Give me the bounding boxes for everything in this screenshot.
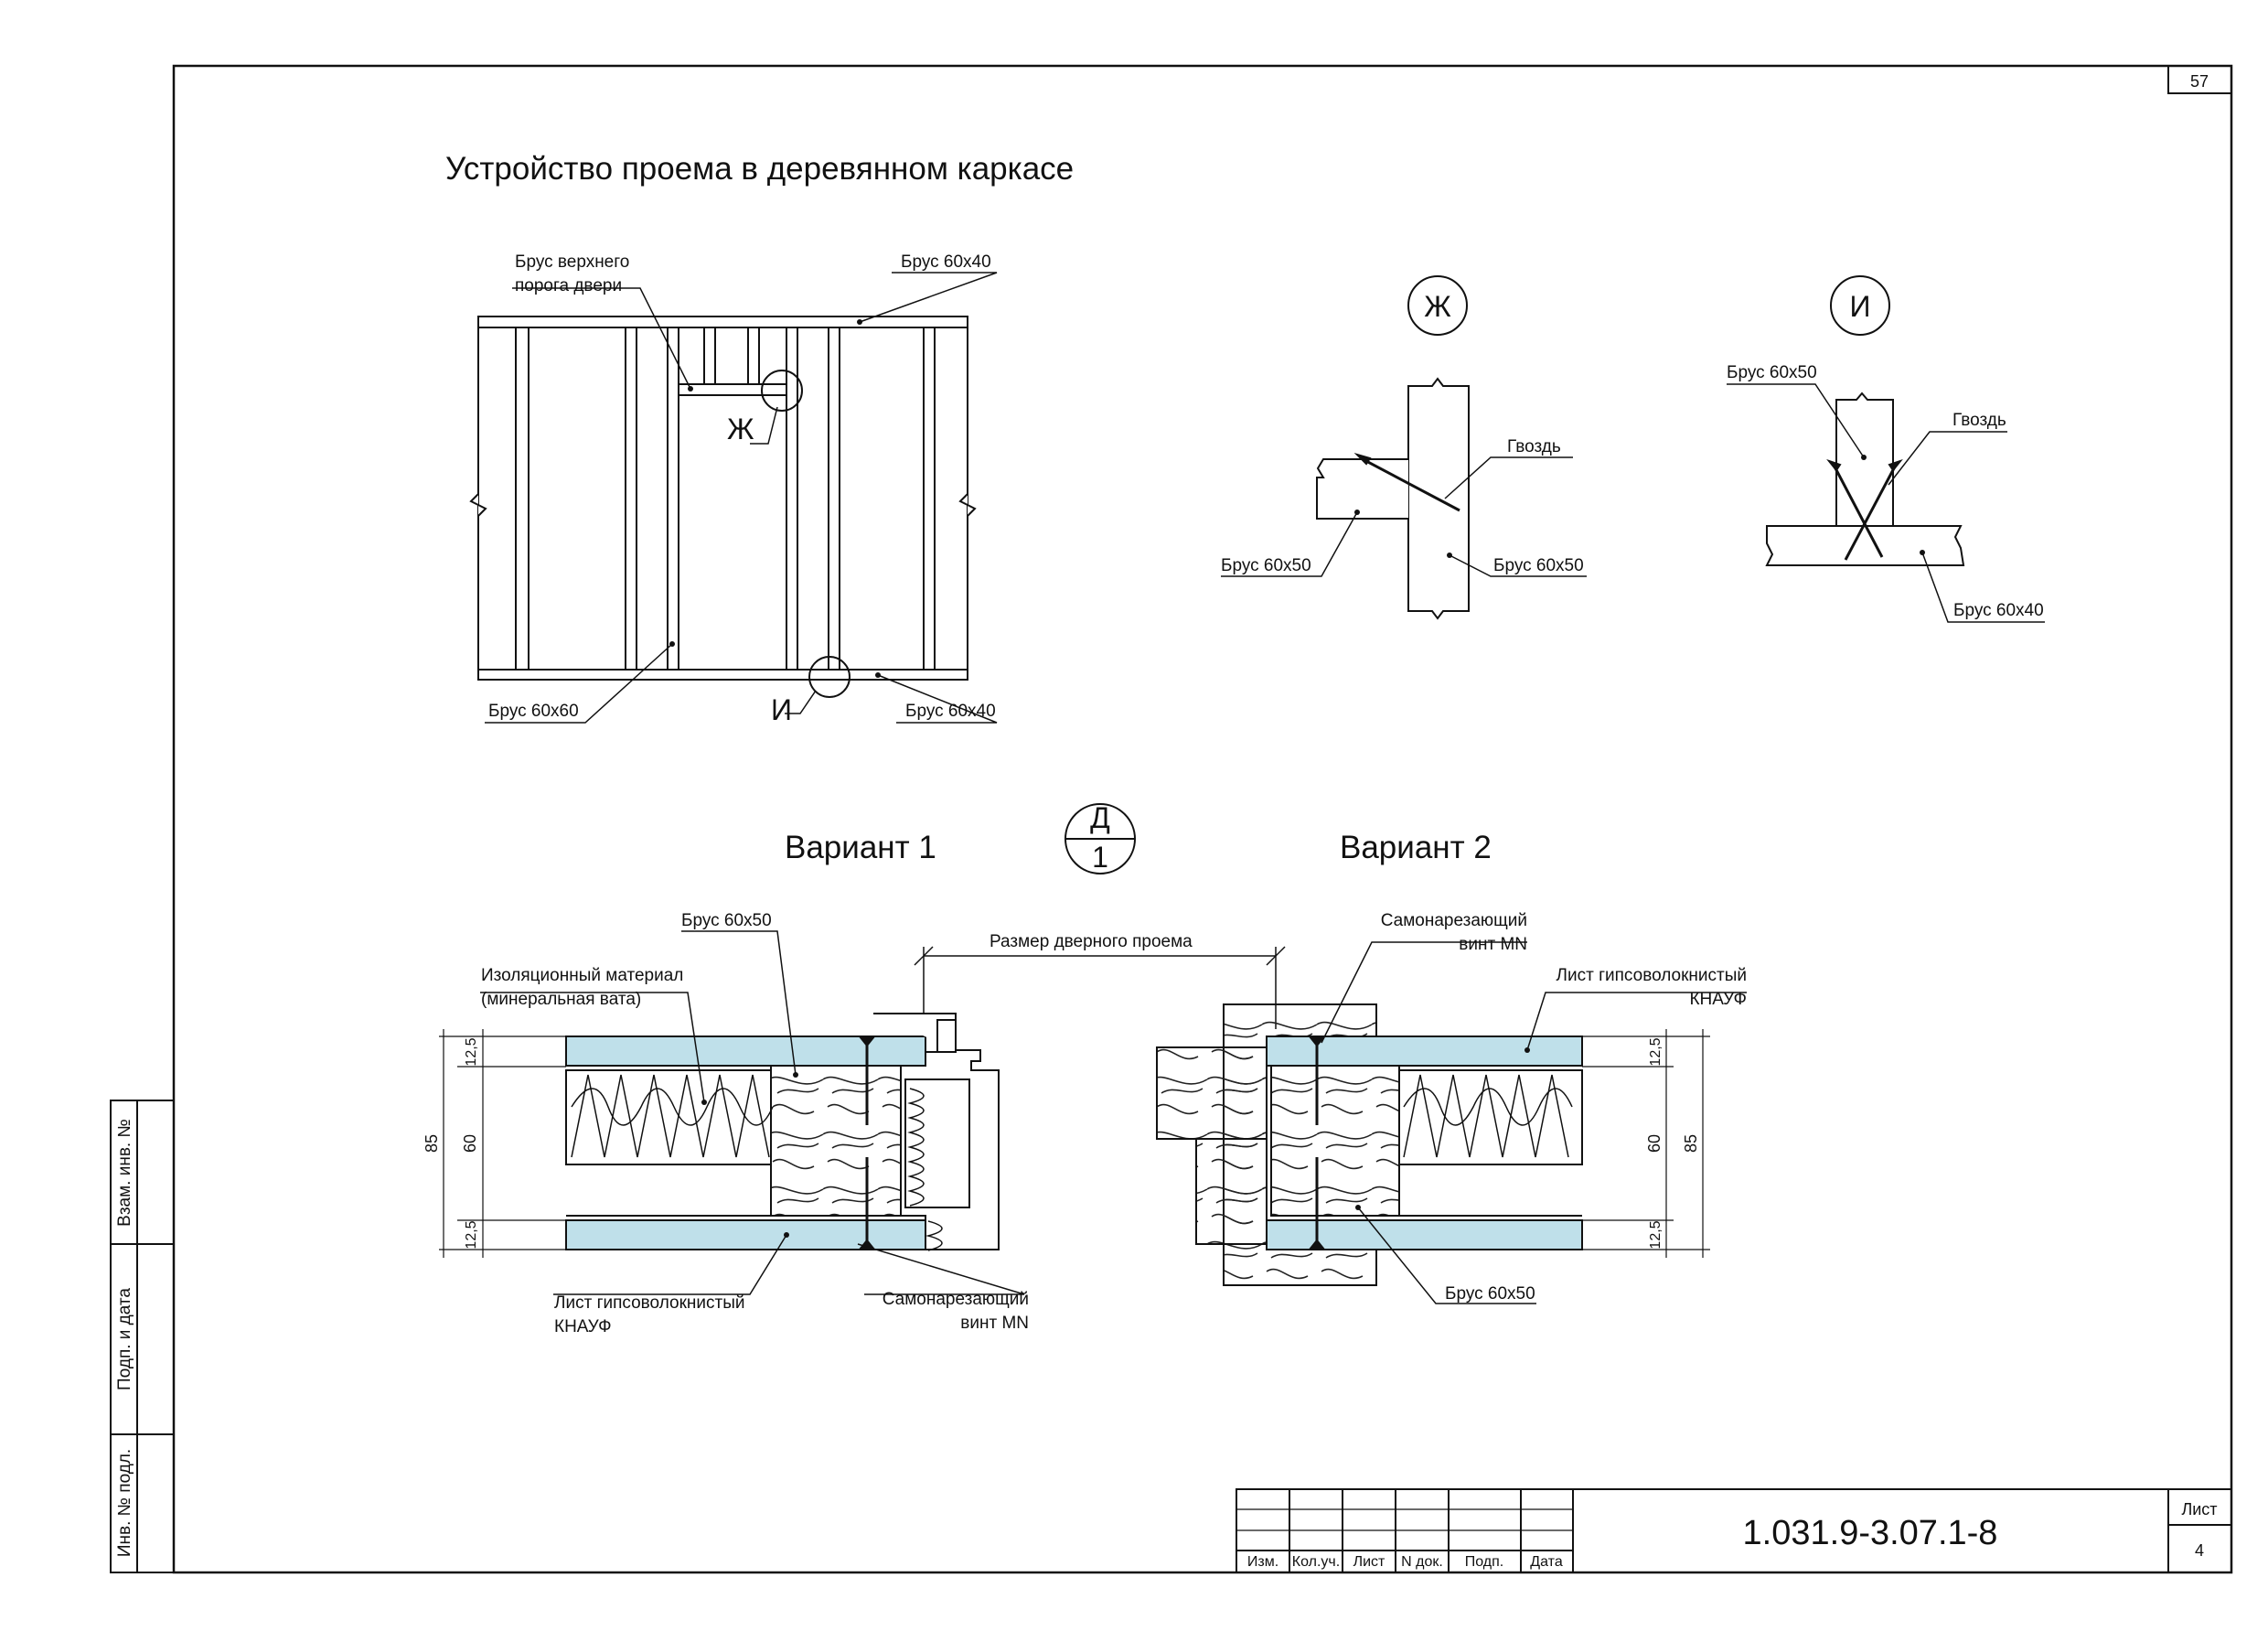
detail-zh-right-bar-label: Брус 60х50 [1493,556,1584,575]
frame-leaders [485,272,998,724]
variant1-dots [701,1072,798,1238]
detail-i-nail-label: Гвоздь [1952,411,2006,430]
variant2-dim-mid: 60 [1645,1134,1664,1153]
tb-col-koluch: Кол.уч. [1292,1554,1340,1570]
tb-col-ndok: N док. [1401,1554,1443,1570]
variant2-dim-bot: 12,5 [1648,1220,1664,1249]
label-bottom-rail: Брус 60х40 [905,702,996,721]
detail-zh-leaders [1221,456,1587,577]
variant2-sheet-line1: Лист гипсоволокнистый [1557,966,1747,985]
variant1-title: Вариант 1 [785,830,936,865]
title-block [1236,1488,2232,1573]
detail-zh-marker: Ж [1424,290,1451,323]
label-stud: Брус 60х60 [488,702,579,721]
variant1-dim-bot: 12,5 [464,1220,479,1249]
detail-i-dots [1861,455,1925,555]
section-marker-top: Д [1090,801,1110,834]
frame-elevation [469,316,977,698]
detail-zh-dots [1354,510,1452,558]
stamp-sign-date: Подп. и дата [115,1288,134,1390]
variant2-dim-total: 85 [1682,1134,1700,1153]
variant1-bar-label: Брус 60х50 [681,911,772,930]
section-marker-bottom: 1 [1092,841,1108,874]
tb-col-data: Дата [1530,1554,1563,1570]
variant2-screw-line2: винт MN [1459,935,1527,954]
detail-zh [1316,275,1470,620]
variant1-leaders [480,930,1025,1295]
variant2-sheet-line2: КНАУФ [1689,990,1747,1009]
variant1-sheet-line1: Лист гипсоволокнистый [554,1293,744,1313]
label-header-line1: Брус верхнего [515,252,629,272]
stamp-original-inv: Инв. № подл. [115,1449,134,1557]
label-top-rail: Брус 60х40 [901,252,991,272]
tb-sheet-label: Лист [2181,1500,2217,1518]
document-code: 1.031.9-3.07.1-8 [1743,1514,1998,1552]
variant2-dots [1355,1047,1530,1210]
callout-i: И [771,693,792,726]
detail-i-top-bar-label: Брус 60х50 [1727,363,1817,382]
variant1-insul-line1: Изоляционный материал [481,966,683,985]
variant2-dim-top: 12,5 [1648,1037,1664,1066]
detail-zh-left-bar-label: Брус 60х50 [1221,556,1311,575]
variant1-dim-total: 85 [423,1134,441,1153]
callout-zh: Ж [727,413,754,445]
variant1-section [439,1013,1000,1258]
variant2-section [1156,1003,1710,1286]
sheet-border [172,64,2233,1574]
tb-col-podp: Подп. [1465,1554,1504,1570]
section-marker [1064,803,1136,875]
side-stamp [110,1100,175,1573]
sheet-number-top: 57 [2190,72,2209,91]
frame-dots [669,319,881,678]
variant1-screw-line1: Самонарезающий [883,1290,1029,1309]
variant1-insul-line2: (минеральная вата) [481,990,641,1009]
label-header-line2: порога двери [515,276,622,295]
variant1-screw-line2: винт MN [960,1314,1029,1333]
variant2-leaders [1321,941,1747,1304]
tb-sheet-value: 4 [2195,1541,2204,1560]
stamp-replaced-inv: Взам. инв. № [115,1119,134,1227]
detail-zh-nail-label: Гвоздь [1507,437,1561,456]
variant1-dim-top: 12,5 [464,1037,479,1066]
tb-col-list: Лист [1353,1554,1385,1570]
variant2-title: Вариант 2 [1340,830,1492,865]
detail-i-marker: И [1850,290,1871,323]
detail-i-bottom-bar-label: Брус 60х40 [1953,601,2044,620]
tb-col-izm: Изм. [1247,1554,1278,1570]
page-title: Устройство проема в деревянном каркасе [445,151,1074,187]
detail-i-leaders [1727,383,2045,623]
opening-size-label: Размер дверного проема [990,932,1193,951]
variant1-dim-mid: 60 [461,1134,479,1153]
variant2-screw-line1: Самонарезающий [1381,911,1527,930]
variant1-sheet-line2: КНАУФ [554,1317,612,1336]
variant2-bar-label: Брус 60х50 [1445,1284,1535,1304]
